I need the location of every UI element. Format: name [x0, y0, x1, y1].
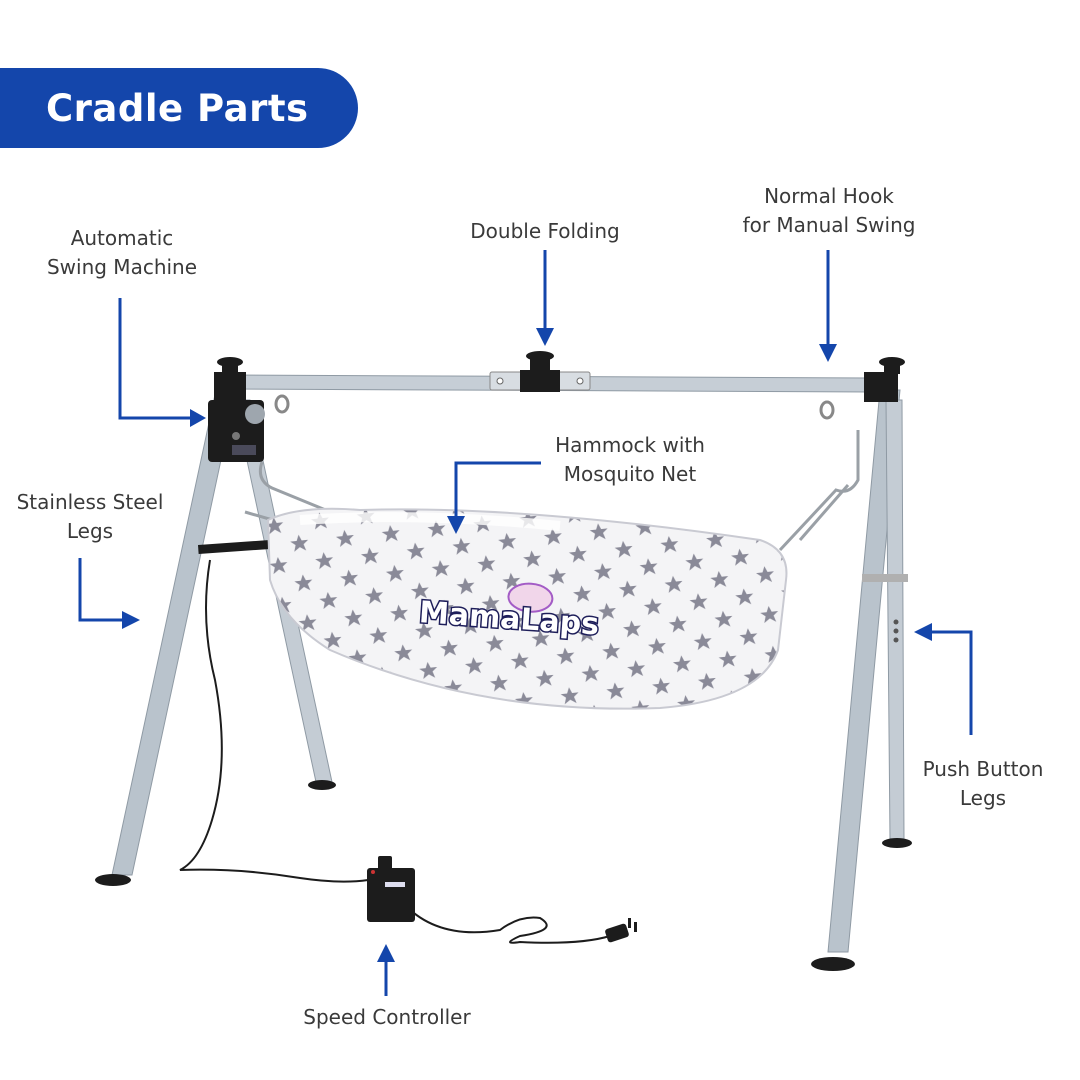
label-hammock: Hammock with Mosquito Net: [540, 431, 720, 489]
label-line: Hammock with: [555, 433, 705, 457]
callout-arrowheads: [122, 328, 932, 962]
label-line: Legs: [66, 519, 114, 543]
label-push-button-legs: Push Button Legs: [908, 755, 1058, 813]
label-line: Stainless Steel: [16, 490, 164, 514]
page-title: Cradle Parts: [46, 86, 309, 130]
callout-arrows: [78, 250, 973, 996]
label-line: Double Folding: [470, 219, 620, 243]
label-line: Normal Hook: [764, 184, 894, 208]
label-line: Legs: [959, 786, 1007, 810]
hammock: MamaLaps: [266, 507, 788, 710]
arrow-hammock: [454, 461, 541, 518]
label-automatic-swing-machine: Automatic Swing Machine: [32, 224, 212, 282]
power-cord: [179, 559, 611, 944]
label-line: for Manual Swing: [742, 213, 916, 237]
label-line: Mosquito Net: [563, 462, 697, 486]
speed-controller: [367, 856, 637, 943]
label-line: Push Button: [922, 757, 1044, 781]
label-line: Automatic: [70, 226, 174, 250]
top-bar: [214, 351, 905, 420]
label-double-folding: Double Folding: [445, 217, 645, 246]
label-stainless-steel-legs: Stainless Steel Legs: [0, 488, 180, 546]
label-normal-hook: Normal Hook for Manual Swing: [724, 182, 934, 240]
label-line: Speed Controller: [303, 1005, 471, 1029]
arrow-push-button-legs: [928, 630, 973, 735]
label-speed-controller: Speed Controller: [287, 1003, 487, 1032]
automatic-swing-machine: [208, 400, 265, 462]
arrow-stainless-steel-legs: [78, 558, 124, 622]
arrow-automatic-swing-machine: [118, 298, 192, 420]
title-banner: Cradle Parts: [0, 68, 358, 148]
label-line: Swing Machine: [46, 255, 198, 279]
